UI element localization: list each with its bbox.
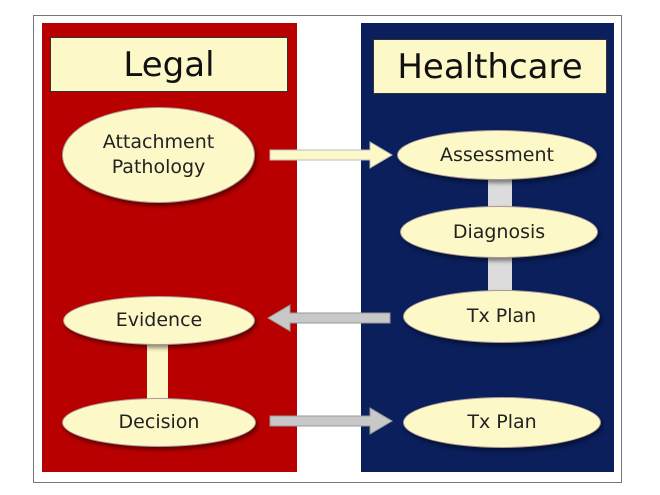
node-label: Attachment [102,131,215,154]
arrow-decision-to-txplan [269,407,393,435]
connector-evidence-decision [147,343,168,400]
connector-diagnosis-txplan [488,256,512,292]
node-assessment: Assessment [397,130,597,180]
node-label: Pathology [111,156,206,178]
arrow-attachment-to-assessment [269,141,393,169]
connector-assessment-diagnosis [488,178,512,208]
healthcare-title: Healthcare [373,39,607,94]
node-tx-plan: Tx Plan [403,290,600,343]
node-diagnosis: Diagnosis [400,206,598,258]
legal-title: Legal [50,37,288,92]
diagram-frame [33,15,622,483]
node-decision: Decision [62,398,256,447]
node-tx-plan-final: Tx Plan [403,397,601,448]
node-evidence: Evidence [63,296,255,345]
arrow-txplan-to-evidence [267,304,391,332]
